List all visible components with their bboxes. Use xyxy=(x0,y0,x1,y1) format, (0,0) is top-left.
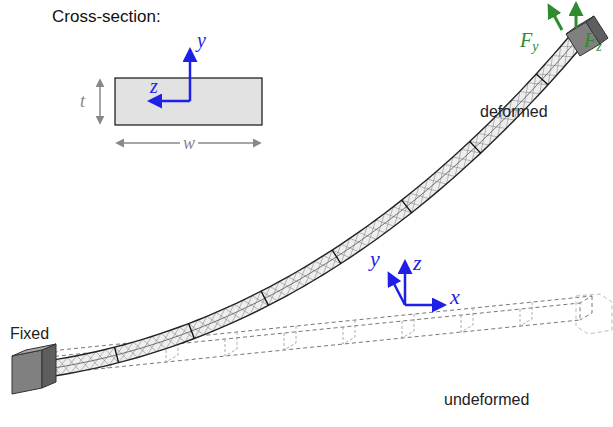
force-label: Fz xyxy=(584,30,602,54)
tip-block xyxy=(566,16,608,56)
axis-label: z xyxy=(150,76,158,96)
support-label: Fixed xyxy=(10,326,49,342)
state-label: undeformed xyxy=(444,392,529,408)
axis-label: z xyxy=(413,252,422,274)
axis-arrow xyxy=(389,274,405,305)
cross-section-title: Cross-section: xyxy=(52,8,161,25)
undeformed-beam xyxy=(48,294,612,374)
axis-arrow xyxy=(404,262,407,305)
force-arrow xyxy=(549,6,562,30)
axis-arrow xyxy=(150,100,190,103)
force-label: Fy xyxy=(520,30,538,54)
axis-label: y xyxy=(197,30,206,50)
fixed-block xyxy=(12,344,56,394)
axis-label: y xyxy=(370,248,380,270)
state-label: deformed xyxy=(480,104,548,120)
thickness-dimension xyxy=(99,80,101,123)
axis-arrow xyxy=(189,50,192,101)
dimension-label: w xyxy=(180,134,198,152)
dimension-label: t xyxy=(80,92,85,110)
axis-label: x xyxy=(450,286,460,308)
cross-section-rect xyxy=(115,78,262,125)
deformed-beam xyxy=(39,37,581,378)
force-arrow xyxy=(575,4,578,28)
axis-arrow xyxy=(405,304,444,307)
